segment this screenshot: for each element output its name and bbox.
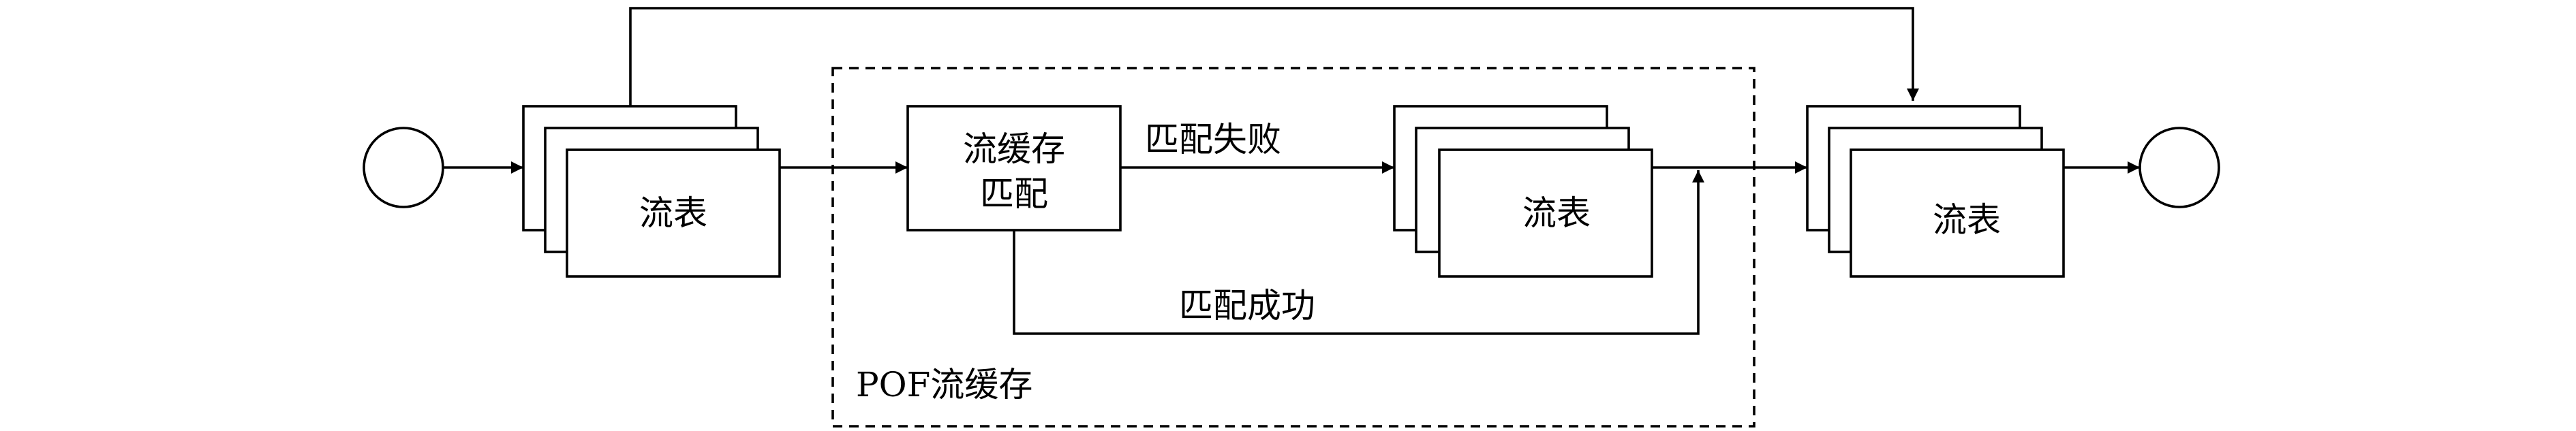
match-success-label: 匹配成功 — [1179, 286, 1315, 325]
middle-table-label: 流表 — [1522, 193, 1591, 233]
right-table-label: 流表 — [1933, 200, 2001, 240]
cache-match-line2: 匹配 — [980, 174, 1048, 214]
left-table-label: 流表 — [639, 193, 707, 233]
cache-match-box: 流缓存 匹配 — [906, 105, 1122, 232]
pof-cache-label: POF流缓存 — [856, 365, 1032, 404]
pof-cache-region — [831, 67, 1755, 428]
match-success-arrow — [1013, 170, 1704, 335]
bypass-arrow — [629, 7, 1919, 106]
start-node — [363, 127, 444, 208]
cache-match-line1: 流缓存 — [963, 129, 1065, 169]
right-table-stack: 流表 — [1806, 105, 2065, 278]
left-table-stack: 流表 — [522, 105, 781, 278]
match-fail-label: 匹配失败 — [1145, 120, 1281, 159]
end-node — [2138, 127, 2220, 208]
middle-table-stack: 流表 — [1393, 105, 1653, 278]
